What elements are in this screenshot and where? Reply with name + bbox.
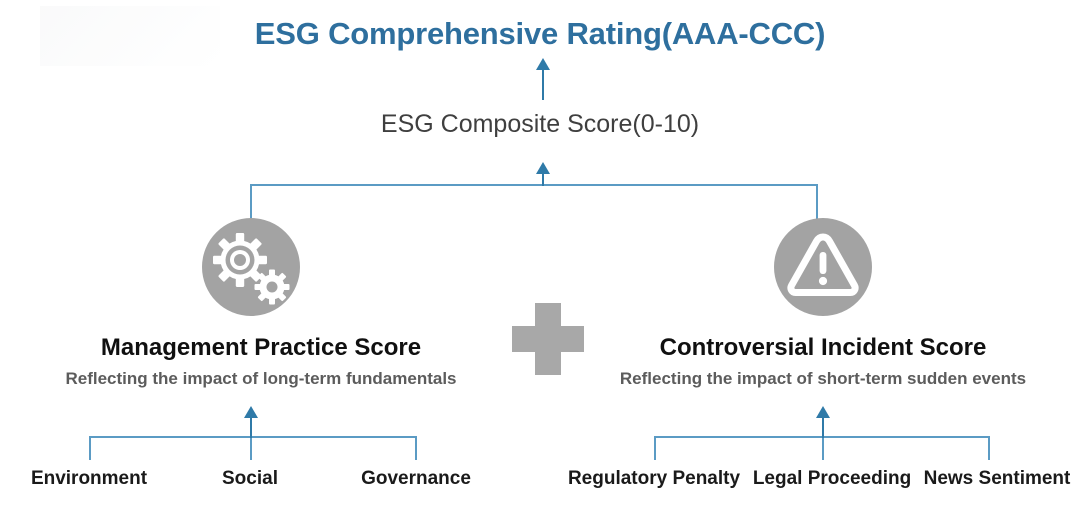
arrow-shaft xyxy=(542,68,544,100)
bracket-leg-regulatory xyxy=(654,436,656,460)
leaf-label-environment: Environment xyxy=(30,468,148,489)
bracket-leg-environment xyxy=(89,436,91,460)
leaf-label-governance: Governance xyxy=(361,468,471,489)
plus-bar-vertical xyxy=(535,303,561,375)
controversial-incident-icon-circle xyxy=(774,218,872,316)
bracket-leg-governance xyxy=(415,436,417,460)
warning-triangle-icon xyxy=(787,233,859,296)
bracket-arrow-head-icon xyxy=(536,162,550,174)
gears-icon xyxy=(213,233,290,305)
leaf-label-news-sentiment: News Sentiment xyxy=(923,468,1071,489)
bracket-horizontal xyxy=(250,184,818,186)
bracket-leg-right xyxy=(816,184,818,220)
leaf-label-legal-proceeding: Legal Proceeding xyxy=(752,468,912,489)
bracket-arrow-shaft xyxy=(250,416,252,438)
bracket-leg-left xyxy=(250,184,252,220)
plus-symbol-icon xyxy=(512,303,584,375)
bracket-horizontal xyxy=(89,436,417,438)
page-title: ESG Comprehensive Rating(AAA-CCC) xyxy=(254,16,826,51)
management-practice-icon-circle xyxy=(202,218,300,316)
bracket-leg-legal xyxy=(822,436,824,460)
bracket-arrow-shaft xyxy=(542,172,544,186)
arrow-head-icon xyxy=(536,58,550,70)
leaf-label-social: Social xyxy=(222,468,278,489)
bracket-arrow-shaft xyxy=(822,416,824,438)
bracket-arrow-head-icon xyxy=(244,406,258,418)
bracket-leg-news xyxy=(988,436,990,460)
bracket-leg-social xyxy=(250,436,252,460)
leaf-label-regulatory-penalty: Regulatory Penalty xyxy=(567,468,741,489)
branch-subtitle-controversial: Reflecting the impact of short-term sudd… xyxy=(619,369,1027,388)
branch-title-management: Management Practice Score xyxy=(100,334,422,361)
branch-title-controversial: Controversial Incident Score xyxy=(659,334,987,361)
composite-score-label: ESG Composite Score(0-10) xyxy=(380,110,700,138)
bracket-arrow-head-icon xyxy=(816,406,830,418)
branch-subtitle-management: Reflecting the impact of long-term funda… xyxy=(65,369,457,388)
